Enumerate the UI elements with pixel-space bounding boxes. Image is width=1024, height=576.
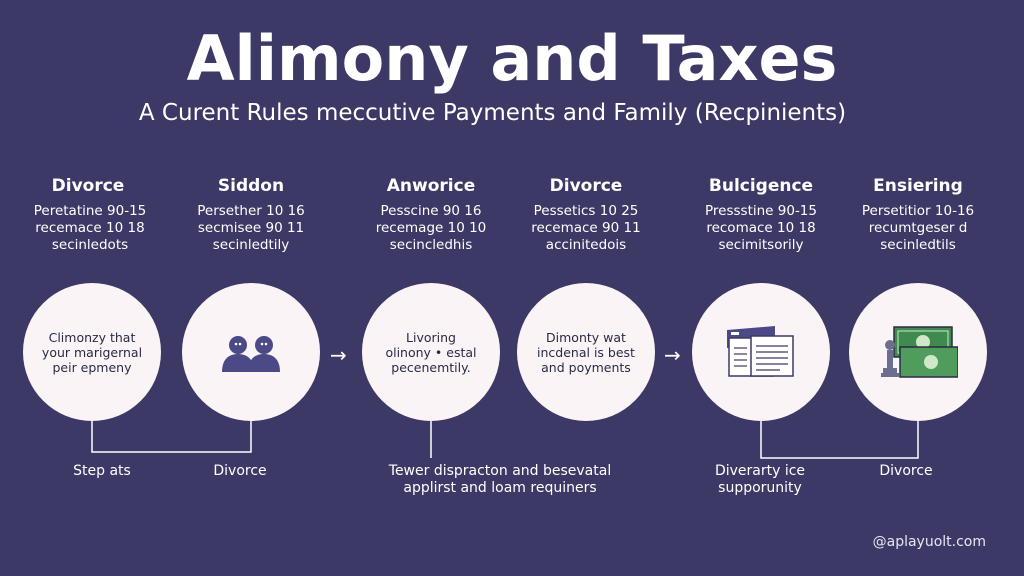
- page-title: Alimony and Taxes: [186, 22, 838, 95]
- arrow-4-5: →: [664, 343, 681, 367]
- column-4-heading: Divorce: [549, 176, 623, 196]
- money-icon: [881, 326, 958, 378]
- step-2-circle: [182, 283, 320, 421]
- column-3-heading: Anworice: [386, 176, 476, 196]
- step-6-circle: [849, 283, 987, 421]
- page-subtitle: A Curent Rules meccutive Payments and Fa…: [138, 100, 847, 126]
- column-2-heading: Siddon: [217, 176, 285, 196]
- column-6-heading: Ensiering: [873, 176, 963, 196]
- column-5-heading: Bulcigence: [708, 176, 814, 196]
- people-icon: [222, 336, 280, 372]
- bottom-label-5: Divorce: [879, 463, 933, 479]
- document-icon: [727, 326, 794, 377]
- bottom-label-2: Divorce: [213, 463, 267, 479]
- arrow-2-3: →: [330, 343, 347, 367]
- step-5-circle: [692, 283, 830, 421]
- connector-1-2: [91, 421, 252, 453]
- column-1-heading: Divorce: [51, 176, 125, 196]
- connector-5-6: [760, 421, 919, 459]
- watermark: @aplayuolt.com: [872, 534, 986, 550]
- bottom-label-1: Step ats: [73, 463, 131, 479]
